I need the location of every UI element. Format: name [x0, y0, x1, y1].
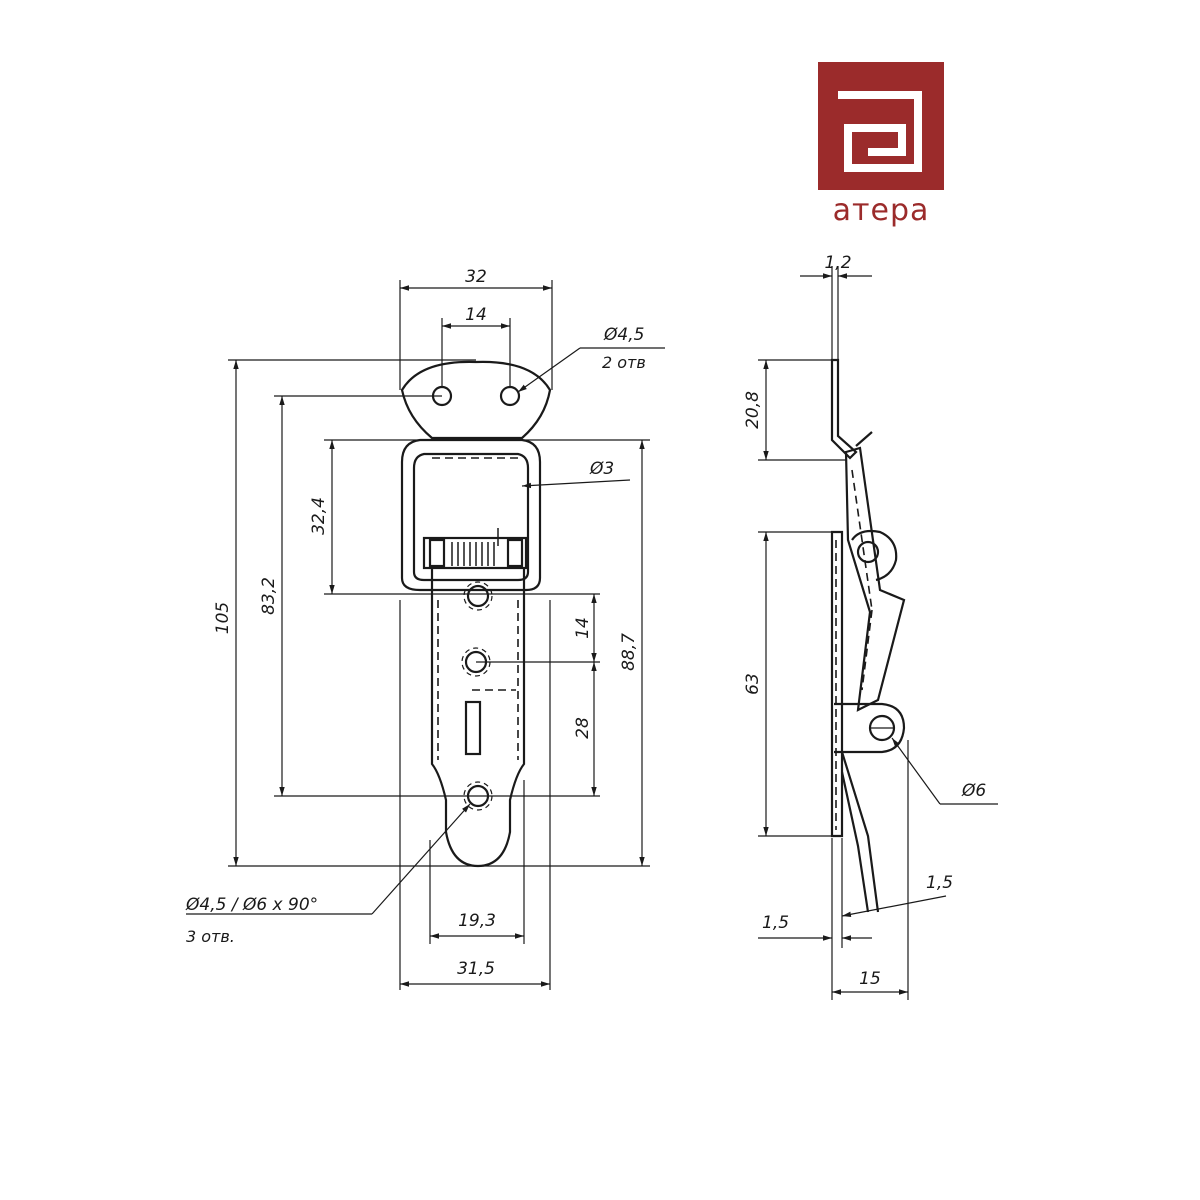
dim-pitch-small: 14 — [573, 617, 593, 639]
plate-hole-1 — [466, 584, 490, 608]
side-pivot-body — [834, 702, 906, 754]
dim-thickness-top: 1,2 — [824, 253, 851, 273]
side-hinge-top — [856, 540, 880, 564]
spring-icon — [451, 528, 499, 566]
dim-bottom-holes: Ø4,5 / Ø6 x 90° — [185, 895, 318, 915]
side-view — [830, 358, 906, 913]
side-base-plate — [830, 530, 844, 838]
hinge-block — [422, 536, 528, 570]
dim-hole-spacing: 14 — [465, 305, 487, 325]
dim-holes-span: 83,2 — [259, 577, 279, 615]
side-lever — [844, 446, 906, 712]
front-view-dimensions: 32 14 Ø4,5 2 отв Ø3 105 83,2 32,4 14 — [185, 267, 665, 990]
plate-slot — [464, 700, 482, 756]
dim-tongue-width: 19,3 — [458, 911, 496, 931]
dim-keeper-height: 20,8 — [743, 391, 763, 429]
dim-overall-height: 105 — [213, 602, 233, 634]
dim-hole-top: Ø4,5 — [603, 325, 644, 345]
logo-letter-icon — [838, 91, 922, 172]
dim-width-top: 32 — [465, 267, 487, 287]
front-view — [400, 360, 552, 868]
side-view-dimensions: 1,2 20,8 63 Ø6 1,5 1,5 15 — [743, 253, 998, 1000]
dim-bottom-holes-count: 3 отв. — [186, 927, 235, 946]
dim-loop-height: 32,4 — [309, 497, 329, 535]
dim-hole-top-count: 2 отв — [602, 353, 646, 372]
dim-depth: 15 — [859, 969, 881, 989]
dim-thickness-base: 1,5 — [762, 913, 789, 933]
brand-logo: атера — [818, 62, 944, 228]
dim-plate-height: 88,7 — [619, 633, 639, 671]
keeper-plate — [400, 360, 552, 440]
wire-loop-outer — [400, 438, 542, 592]
base-plate — [430, 568, 526, 868]
dim-body-height: 63 — [743, 673, 763, 695]
dim-pitch-large: 28 — [573, 717, 593, 739]
side-keeper — [830, 358, 858, 460]
wire-loop-inner — [412, 452, 530, 582]
dim-pivot-hole: Ø6 — [961, 781, 986, 801]
brand-name: атера — [833, 193, 930, 228]
dim-thickness-lever: 1,5 — [926, 873, 953, 893]
dim-base-width: 31,5 — [457, 959, 495, 979]
side-strap — [840, 751, 880, 913]
keeper-hole-right — [499, 385, 521, 407]
dim-slot: Ø3 — [589, 459, 614, 479]
